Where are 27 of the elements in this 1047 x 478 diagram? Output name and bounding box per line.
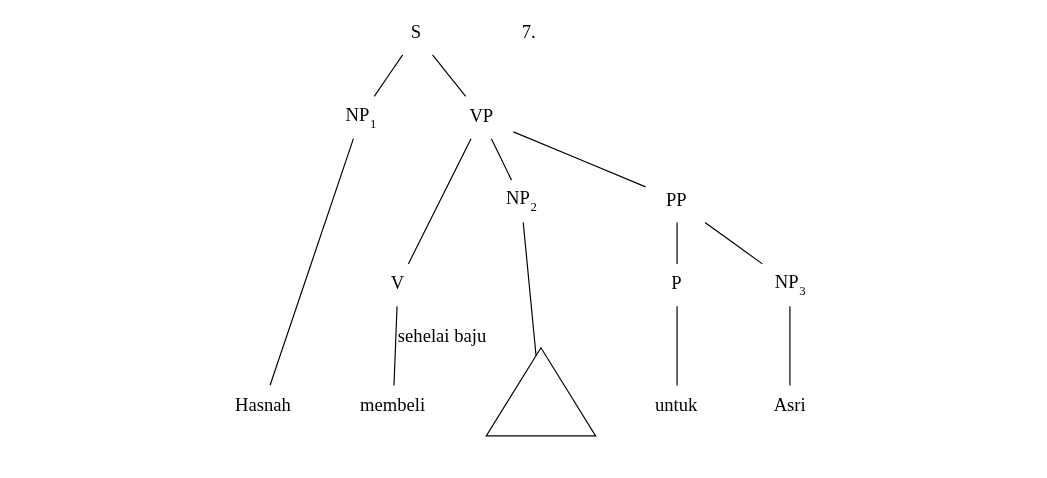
node-text: V xyxy=(390,272,405,294)
connector xyxy=(432,54,467,97)
node-text: Hasnah xyxy=(234,393,291,415)
label: 7. xyxy=(521,21,536,43)
node-text: NP$_{2}$ xyxy=(506,187,537,215)
connector xyxy=(512,131,647,188)
connector xyxy=(704,221,763,265)
node-text: untuk xyxy=(654,393,698,415)
connector xyxy=(393,305,398,386)
connector xyxy=(490,138,513,181)
node-text: NP$_{3}$ xyxy=(774,271,806,299)
connector xyxy=(373,54,404,97)
node-text: membeli xyxy=(360,393,426,415)
node-text: PP xyxy=(666,188,687,210)
connector xyxy=(789,305,791,386)
node-text: NP$_{1}$ xyxy=(345,103,377,131)
node-triangle xyxy=(485,346,597,437)
connector xyxy=(269,138,354,386)
connector xyxy=(522,221,537,357)
connector xyxy=(407,138,472,265)
node-text: S xyxy=(410,21,421,43)
node-text: P xyxy=(671,272,682,294)
connector xyxy=(676,305,678,386)
node-label: sehelai baju xyxy=(397,324,487,346)
connector xyxy=(676,221,678,265)
node-text: VP xyxy=(469,104,494,126)
node-text: Asri xyxy=(773,393,806,415)
